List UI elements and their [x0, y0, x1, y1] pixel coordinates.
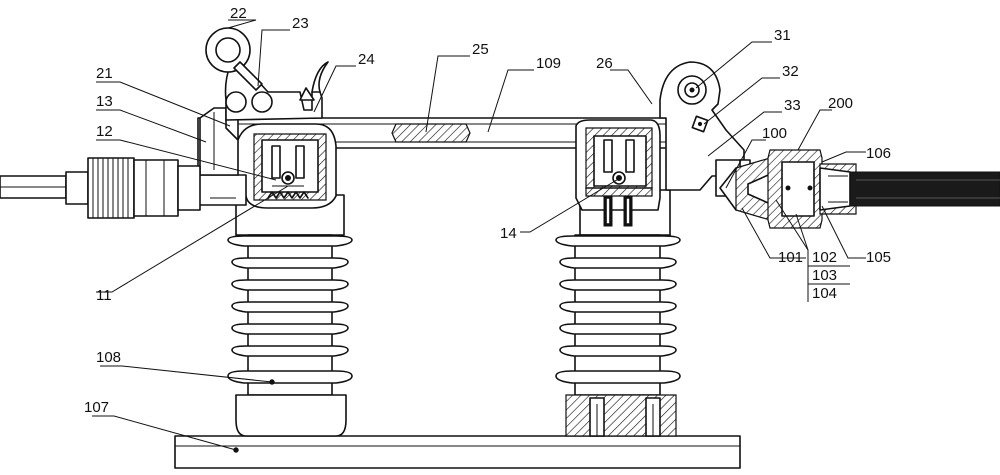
label-31: 31 — [774, 27, 791, 44]
label-21: 21 — [96, 65, 113, 82]
label-32: 32 — [782, 63, 799, 80]
right-insulator-sheds — [555, 235, 681, 384]
left-cable — [0, 157, 201, 219]
label-103: 103 — [812, 267, 837, 284]
left-insulator — [227, 194, 353, 437]
label-25: 25 — [472, 41, 489, 58]
operating-ring-assembly — [205, 27, 329, 121]
label-106: 106 — [866, 145, 891, 162]
right-contact-head — [575, 119, 661, 227]
left-insulator-sheds — [227, 235, 353, 384]
label-24: 24 — [358, 51, 375, 68]
base-plate — [174, 435, 741, 469]
label-12: 12 — [96, 123, 113, 140]
label-105: 105 — [866, 249, 891, 266]
label-107: 107 — [84, 399, 109, 416]
left-latch-bracket — [199, 107, 239, 176]
label-11: 11 — [96, 287, 112, 304]
label-101: 101 — [778, 249, 803, 266]
label-33: 33 — [784, 97, 801, 114]
label-14: 14 — [500, 225, 517, 242]
right-cable-connector — [719, 149, 1000, 229]
label-23: 23 — [292, 15, 309, 32]
label-13: 13 — [96, 93, 113, 110]
label-100: 100 — [762, 125, 787, 142]
label-26: 26 — [596, 55, 613, 72]
leader-lines — [92, 19, 866, 453]
label-109: 109 — [536, 55, 561, 72]
label-104: 104 — [812, 285, 837, 302]
label-102: 102 — [812, 249, 837, 266]
right-insulator — [555, 189, 681, 437]
label-200: 200 — [828, 95, 853, 112]
reference-labels: 22 23 24 21 13 12 11 25 109 26 14 31 32 … — [84, 5, 891, 416]
label-22: 22 — [230, 5, 247, 22]
label-108: 108 — [96, 349, 121, 366]
